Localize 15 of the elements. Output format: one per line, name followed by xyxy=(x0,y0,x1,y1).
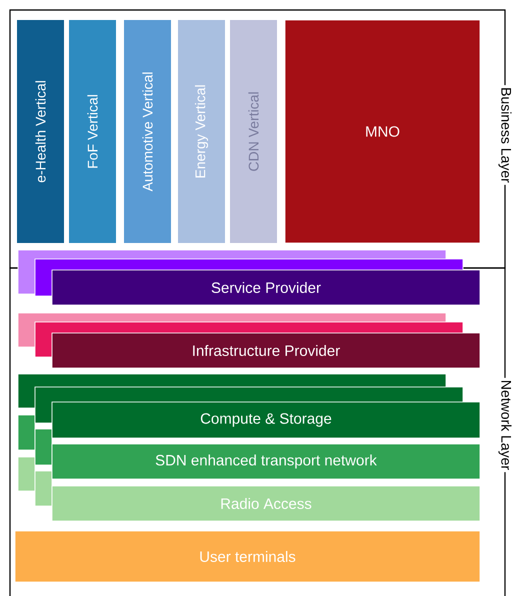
stacked-layer xyxy=(18,414,36,450)
vertical-bar: CDN Vertical xyxy=(230,20,277,243)
operator-box: MNO xyxy=(284,20,480,244)
stacked-layer xyxy=(34,470,52,506)
layer-box: Compute & Storage xyxy=(52,402,480,438)
stacked-layer xyxy=(34,428,52,466)
layer-box: Infrastructure Provider xyxy=(52,332,480,368)
vertical-bar: Automotive Vertical xyxy=(124,20,171,243)
layer-box: User terminals xyxy=(14,530,480,582)
vertical-bar: e-Health Vertical xyxy=(17,20,64,243)
vertical-bar: Energy Vertical xyxy=(178,20,225,243)
layer-box: Service Provider xyxy=(52,270,480,306)
vertical-bar: FoF Vertical xyxy=(69,20,116,243)
stacked-layer xyxy=(18,456,36,492)
node-label: Network Layer xyxy=(498,381,512,470)
